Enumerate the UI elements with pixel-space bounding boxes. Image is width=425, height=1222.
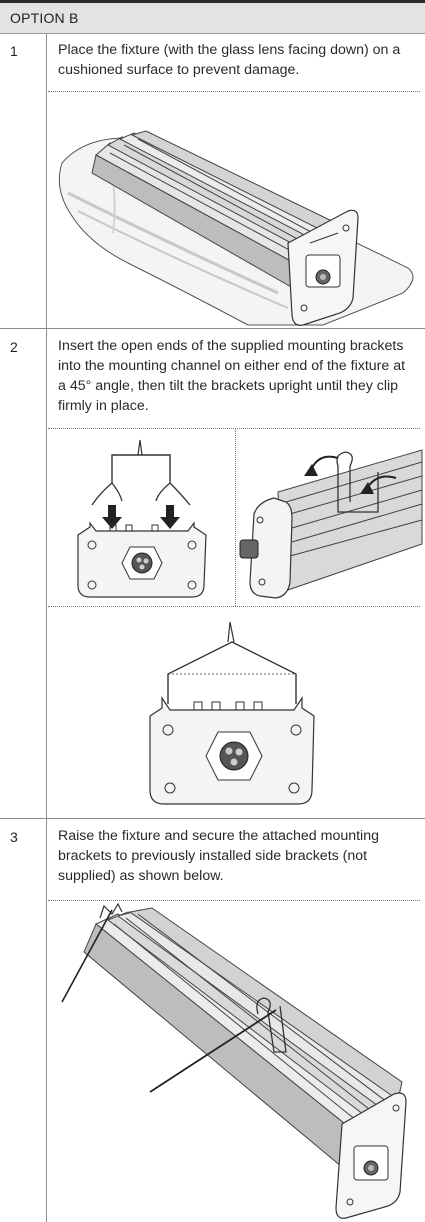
step-1-text: Place the fixture (with the glass lens f… — [58, 42, 401, 78]
step-3-text: Raise the fixture and secure the attache… — [58, 828, 379, 884]
number-column-divider — [46, 34, 47, 1222]
top-rule — [0, 0, 425, 3]
bracket-insert-front-illustration — [60, 435, 225, 600]
step-2-separator-top — [48, 428, 420, 429]
step-2-separator-mid — [48, 606, 420, 607]
fixture-mounted-illustration — [48, 902, 420, 1220]
step-3-number: 3 — [10, 829, 18, 845]
step-1-number: 1 — [10, 43, 18, 59]
step-3-separator — [48, 900, 420, 901]
bracket-clipped-front-illustration — [128, 612, 328, 812]
step-2-panel-divider — [235, 429, 236, 606]
option-title: OPTION B — [10, 10, 79, 26]
step-2-divider — [0, 818, 425, 819]
bracket-tilt-perspective-illustration — [238, 432, 422, 604]
step-2-number: 2 — [10, 339, 18, 355]
step-1-separator — [48, 91, 420, 92]
option-header: OPTION B — [0, 3, 425, 34]
step-2-text: Insert the open ends of the supplied mou… — [58, 338, 406, 414]
step-1-divider — [0, 328, 425, 329]
fixture-on-cushion-illustration — [48, 93, 420, 326]
